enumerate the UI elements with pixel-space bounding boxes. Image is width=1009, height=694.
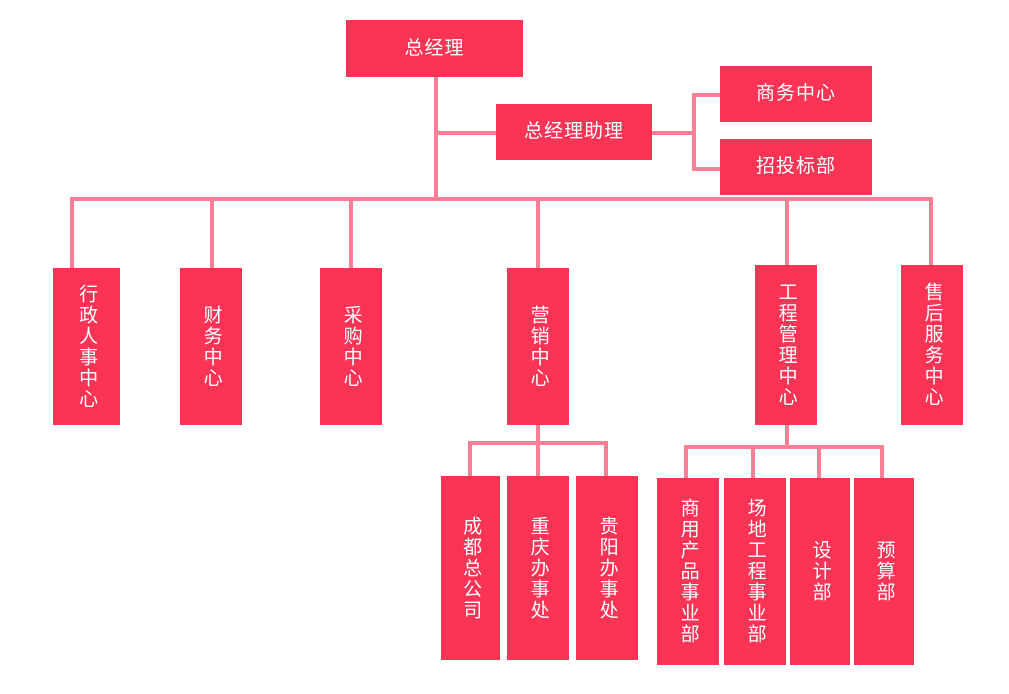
node-engineering-management-center[interactable]: 工程管理中心	[755, 265, 817, 425]
connector-drop-design	[817, 445, 821, 479]
node-finance-center[interactable]: 财务中心	[180, 268, 242, 425]
node-bidding-department[interactable]: 招投标部	[720, 139, 872, 195]
node-chengdu-head-company[interactable]: 成都总公司	[441, 476, 500, 660]
node-general-manager[interactable]: 总经理	[346, 20, 523, 77]
connector-to-bidding-department	[692, 167, 722, 171]
connector-drop-guiyang	[604, 441, 608, 477]
node-chongqing-office[interactable]: 重庆办事处	[507, 476, 569, 660]
connector-drop-engineering	[785, 197, 789, 265]
node-after-sales-service-center[interactable]: 售后服务中心	[901, 265, 963, 425]
connector-drop-procurement	[349, 197, 353, 268]
connector-drop-finance	[210, 197, 214, 268]
connector-drop-admin-hr	[70, 197, 74, 268]
connector-assistant-right-stub	[650, 131, 696, 135]
connector-main-bus	[70, 197, 932, 201]
connector-marketing-stem	[536, 425, 540, 444]
connector-drop-chongqing	[536, 441, 540, 477]
node-gm-assistant[interactable]: 总经理助理	[496, 104, 652, 160]
node-procurement-center[interactable]: 采购中心	[320, 268, 382, 425]
node-venue-engineering-division[interactable]: 场地工程事业部	[724, 478, 786, 665]
connector-gm-trunk	[434, 76, 438, 201]
connector-drop-after-sales	[929, 197, 933, 265]
connector-drop-marketing	[536, 197, 540, 268]
connector-to-business-center	[692, 93, 722, 97]
connector-drop-venue-engineering	[751, 445, 755, 479]
node-guiyang-office[interactable]: 贵阳办事处	[576, 476, 638, 660]
node-design-department[interactable]: 设计部	[790, 478, 850, 665]
node-admin-hr-center[interactable]: 行政人事中心	[53, 268, 120, 425]
node-business-center[interactable]: 商务中心	[720, 66, 872, 122]
connector-engineering-stem	[785, 425, 789, 447]
connector-drop-chengdu	[468, 441, 472, 477]
node-budget-department[interactable]: 预算部	[854, 478, 914, 665]
connector-assistant-splitter	[692, 93, 696, 171]
connector-gm-to-assistant	[434, 131, 498, 135]
node-marketing-center[interactable]: 营销中心	[507, 268, 569, 425]
connector-drop-commercial-product	[684, 445, 688, 479]
connector-drop-budget	[880, 445, 884, 479]
connector-engineering-bus	[684, 445, 884, 449]
node-commercial-product-division[interactable]: 商用产品事业部	[657, 478, 719, 665]
